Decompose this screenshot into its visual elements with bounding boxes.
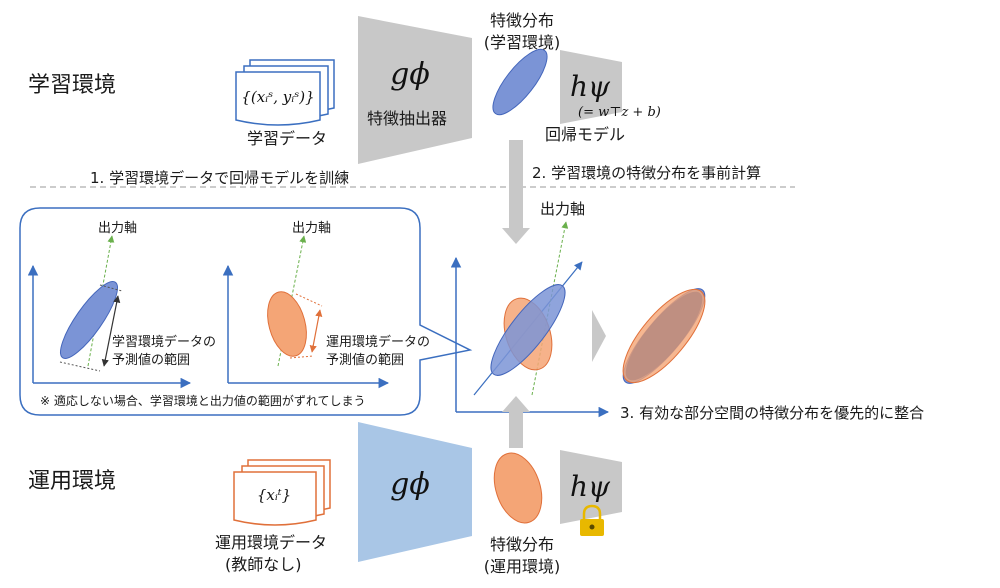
right-axis-label: 出力軸 (292, 221, 331, 236)
center-axis-label: 出力軸 (540, 200, 585, 218)
deploy-data-label-1: 運用環境データ (215, 533, 327, 552)
deploy-feature-ellipse (493, 452, 543, 524)
train-encoder-symbol: gϕ (390, 57, 430, 92)
center-plot (450, 221, 610, 418)
deploy-data-icon (233, 459, 331, 526)
train-feature-title-2: (学習環境) (484, 33, 561, 52)
deploy-head-symbol: hψ (570, 470, 611, 503)
deploy-encoder-symbol: gϕ (390, 467, 430, 502)
train-encoder-label: 特徴抽出器 (367, 109, 447, 128)
train-feature-ellipse (492, 48, 548, 116)
deploy-feature-title-1: 特徴分布 (490, 535, 554, 554)
deploy-up-arrow (502, 396, 530, 448)
right-orange-ellipse (267, 291, 307, 357)
aligned-result (622, 288, 706, 384)
step2-label: 2. 学習環境の特徴分布を事前計算 (532, 164, 761, 182)
train-feature-title-1: 特徴分布 (490, 11, 554, 30)
train-head-symbol: hψ (570, 70, 611, 103)
left-range-label-2: 予測値の範囲 (112, 352, 190, 368)
train-head-shape (560, 50, 622, 124)
deploy-data-label-2: (教師なし) (225, 555, 302, 574)
train-data-icon (235, 59, 335, 126)
callout-left-plot (27, 235, 192, 389)
train-env-label: 学習環境 (28, 73, 116, 98)
train-head-formula: (= w⊤z + b) (578, 105, 661, 120)
deploy-data-formula: {xᵢᵗ} (257, 486, 291, 504)
align-result-arrow (592, 310, 606, 362)
train-data-label: 学習データ (247, 129, 327, 148)
deploy-encoder-shape (358, 422, 472, 562)
center-blue-ellipse (490, 284, 566, 376)
callout-note: ※ 適応しない場合、学習環境と出力値の範囲がずれてしまう (40, 393, 366, 408)
left-range-label-1: 学習環境データの (112, 334, 216, 350)
precompute-down-arrow (502, 140, 530, 244)
lock-icon (580, 504, 604, 536)
callout-bubble (19, 207, 473, 416)
train-head-label: 回帰モデル (545, 125, 625, 144)
deploy-head-shape (560, 450, 622, 524)
train-data-formula: {(xᵢˢ, yᵢˢ)} (241, 88, 314, 106)
deploy-env-label: 運用環境 (28, 469, 116, 494)
callout-right-plot (222, 235, 390, 389)
deploy-feature-title-2: (運用環境) (484, 557, 561, 576)
train-encoder-shape (358, 16, 472, 164)
right-range-label-2: 予測値の範囲 (326, 352, 404, 368)
left-axis-label: 出力軸 (98, 221, 137, 236)
step1-label: 1. 学習環境データで回帰モデルを訓練 (90, 169, 349, 187)
right-range-label-1: 運用環境データの (326, 334, 430, 350)
step3-label: 3. 有効な部分空間の特徴分布を優先的に整合 (620, 404, 924, 422)
